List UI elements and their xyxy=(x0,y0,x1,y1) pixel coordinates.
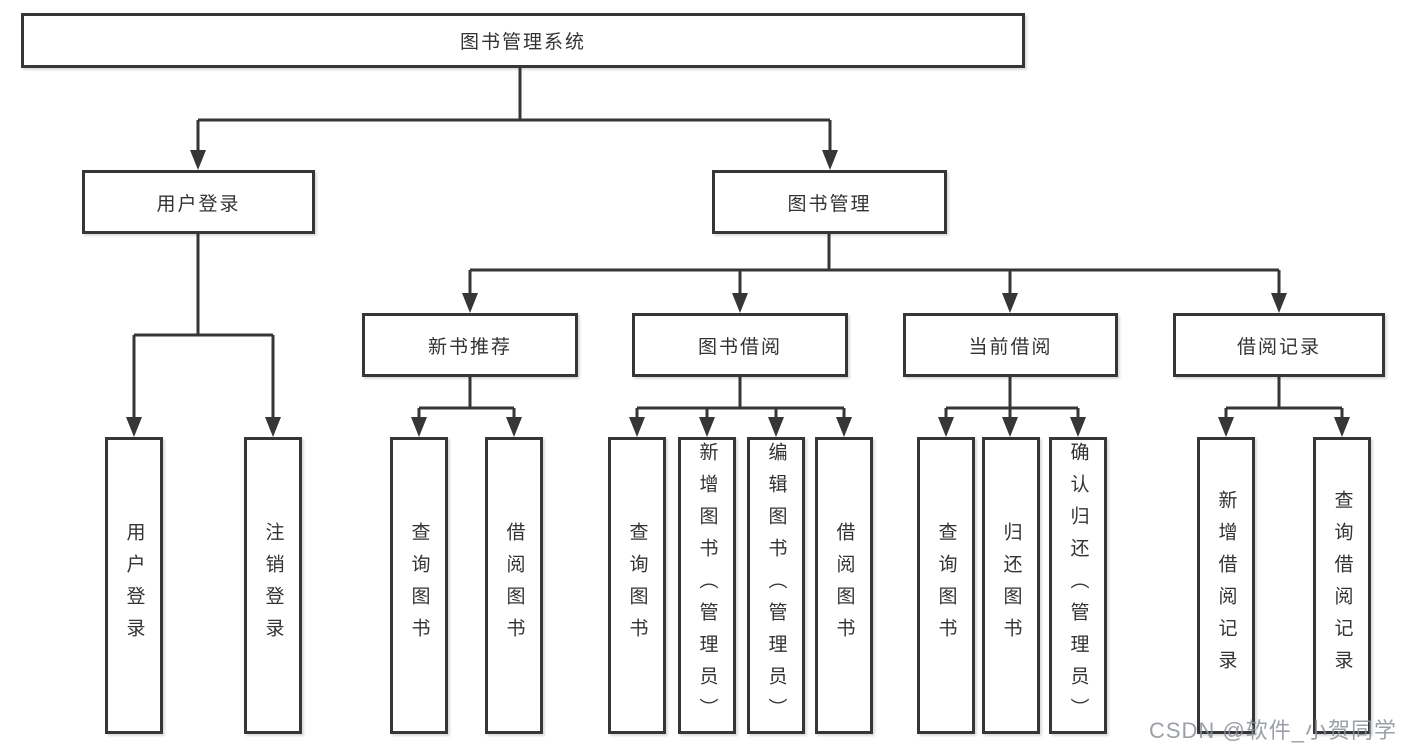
connector-root-to-level2 xyxy=(190,68,838,170)
connector-borrowrecords-to-leaves xyxy=(1218,377,1350,437)
leaf-query-books-recommend: 查询图书 xyxy=(390,437,448,734)
arrowhead xyxy=(1070,417,1086,437)
node-current-borrow: 当前借阅 xyxy=(903,313,1118,377)
arrowhead xyxy=(938,417,954,437)
leaf-logout: 注销登录 xyxy=(244,437,302,734)
node-label: 用户登录 xyxy=(123,521,145,650)
node-label: 图书管理 xyxy=(787,193,872,215)
node-label: 图书借阅 xyxy=(697,336,782,358)
arrowhead xyxy=(1334,417,1350,437)
node-book-borrow: 图书借阅 xyxy=(632,313,848,377)
connector-currentborrow-to-leaves xyxy=(938,377,1086,437)
leaf-add-books-admin: 新增图书（管理员） xyxy=(678,437,736,734)
connector-bookborrow-to-leaves xyxy=(629,377,852,437)
node-label: 用户登录 xyxy=(156,193,241,215)
arrowhead xyxy=(1002,417,1018,437)
arrowhead xyxy=(462,293,478,313)
leaf-borrow-books-recommend: 借阅图书 xyxy=(485,437,543,734)
leaf-query-books-current: 查询图书 xyxy=(917,437,975,734)
csdn-watermark: CSDN @软件_小贺同学 xyxy=(1148,718,1397,743)
node-label: 新增借阅记录 xyxy=(1215,489,1237,682)
node-label: 查询图书 xyxy=(626,521,648,650)
node-label: 图书管理系统 xyxy=(459,32,586,53)
node-label: 确认归还（管理员） xyxy=(1067,441,1089,730)
arrowhead xyxy=(836,417,852,437)
node-label: 查询图书 xyxy=(408,521,430,650)
leaf-query-borrow-record: 查询借阅记录 xyxy=(1313,437,1371,734)
node-label: 借阅记录 xyxy=(1236,336,1321,358)
arrowhead xyxy=(699,417,715,437)
arrowhead xyxy=(629,417,645,437)
arrowhead xyxy=(1002,293,1018,313)
arrowhead xyxy=(190,150,206,170)
arrowhead xyxy=(1218,417,1234,437)
node-label: 注销登录 xyxy=(262,521,284,650)
node-library-system: 图书管理系统 xyxy=(21,13,1025,68)
arrowhead xyxy=(1271,293,1287,313)
node-label: 查询借阅记录 xyxy=(1331,489,1353,682)
node-label: 借阅图书 xyxy=(503,521,525,650)
node-label: 归还图书 xyxy=(1000,521,1022,650)
leaf-add-borrow-record: 新增借阅记录 xyxy=(1197,437,1255,734)
arrowhead xyxy=(265,417,281,437)
node-label: 当前借阅 xyxy=(968,336,1053,358)
arrowhead xyxy=(411,417,427,437)
node-label: 新书推荐 xyxy=(427,336,512,358)
leaf-user-login: 用户登录 xyxy=(105,437,163,734)
leaf-borrow-books: 借阅图书 xyxy=(815,437,873,734)
leaf-return-books: 归还图书 xyxy=(982,437,1040,734)
node-label: 借阅图书 xyxy=(833,521,855,650)
connector-newbookrec-to-leaves xyxy=(411,377,522,437)
arrowhead xyxy=(732,293,748,313)
node-label: 新增图书（管理员） xyxy=(696,441,718,730)
node-label: 编辑图书（管理员） xyxy=(765,441,787,730)
node-user-login: 用户登录 xyxy=(82,170,315,234)
node-borrow-records: 借阅记录 xyxy=(1173,313,1385,377)
arrowhead xyxy=(506,417,522,437)
node-label: 查询图书 xyxy=(935,521,957,650)
connector-bookmgmt-to-level3 xyxy=(462,234,1287,313)
node-new-book-recommend: 新书推荐 xyxy=(362,313,578,377)
arrowhead xyxy=(768,417,784,437)
arrowhead xyxy=(126,417,142,437)
leaf-edit-books-admin: 编辑图书（管理员） xyxy=(747,437,805,734)
leaf-confirm-return-admin: 确认归还（管理员） xyxy=(1049,437,1107,734)
connector-userlogin-to-leaves xyxy=(126,234,281,437)
arrowhead xyxy=(822,150,838,170)
node-book-management: 图书管理 xyxy=(712,170,947,234)
leaf-query-books-borrow: 查询图书 xyxy=(608,437,666,734)
